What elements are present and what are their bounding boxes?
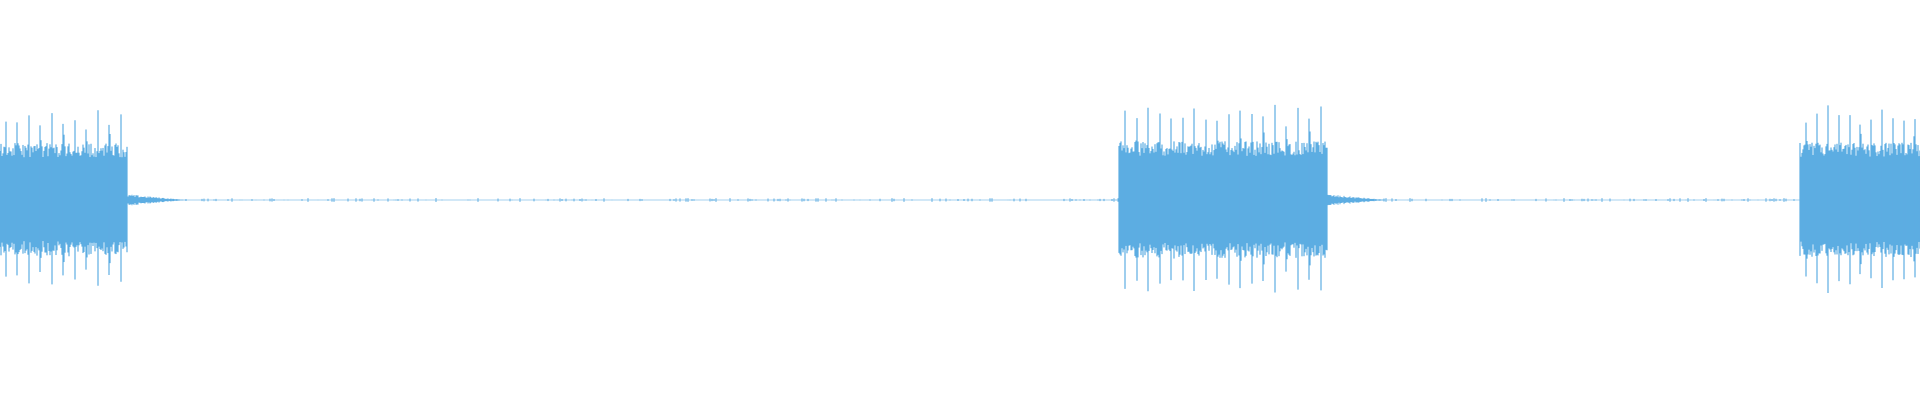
waveform-burst [1118, 104, 1387, 293]
waveform-burst [1799, 105, 1920, 293]
waveform-burst [0, 110, 187, 286]
